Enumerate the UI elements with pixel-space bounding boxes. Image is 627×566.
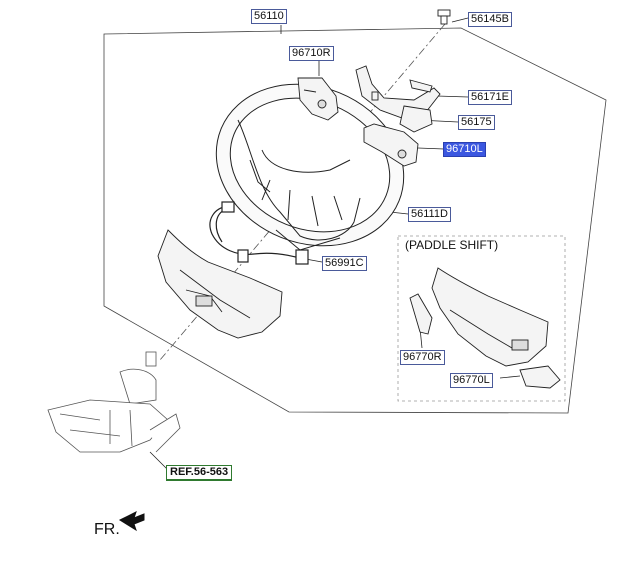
label-paddle-left[interactable]: 96770L — [450, 373, 493, 388]
paddle-shift-box — [397, 235, 566, 402]
reference-link[interactable]: REF.56-563 — [166, 465, 233, 481]
switch-left-part — [363, 123, 419, 167]
steering-wheel-part — [215, 83, 405, 251]
label-wheel[interactable]: 56111D — [408, 207, 451, 222]
paddle-left-part — [519, 365, 561, 389]
label-paddle-right[interactable]: 96770R — [400, 350, 445, 365]
assembly-frame — [103, 27, 607, 414]
label-bracket[interactable]: 56175 — [458, 115, 495, 130]
label-switch-left[interactable]: 96710L — [443, 142, 486, 157]
front-arrow-icon — [118, 511, 145, 532]
wire-harness-part — [209, 201, 309, 265]
paddle-shift-heading: (PADDLE SHIFT) — [405, 238, 499, 252]
paddle-right-part — [409, 293, 433, 335]
switch-right-part — [297, 77, 339, 121]
bolt-part — [437, 9, 451, 25]
label-switch-right[interactable]: 96710R — [289, 46, 334, 61]
steering-column-part — [47, 351, 181, 453]
label-cover[interactable]: 56171E — [468, 90, 512, 105]
cover-part — [355, 65, 441, 119]
label-harness[interactable]: 56991C — [322, 256, 367, 271]
airbag-cover-part — [157, 229, 283, 339]
label-assembly[interactable]: 56110 — [251, 9, 287, 24]
front-direction-label: FR. — [94, 521, 120, 538]
paddle-cover-part — [431, 267, 549, 367]
bracket-part — [399, 105, 433, 133]
label-bolt[interactable]: 56145B — [468, 12, 512, 27]
